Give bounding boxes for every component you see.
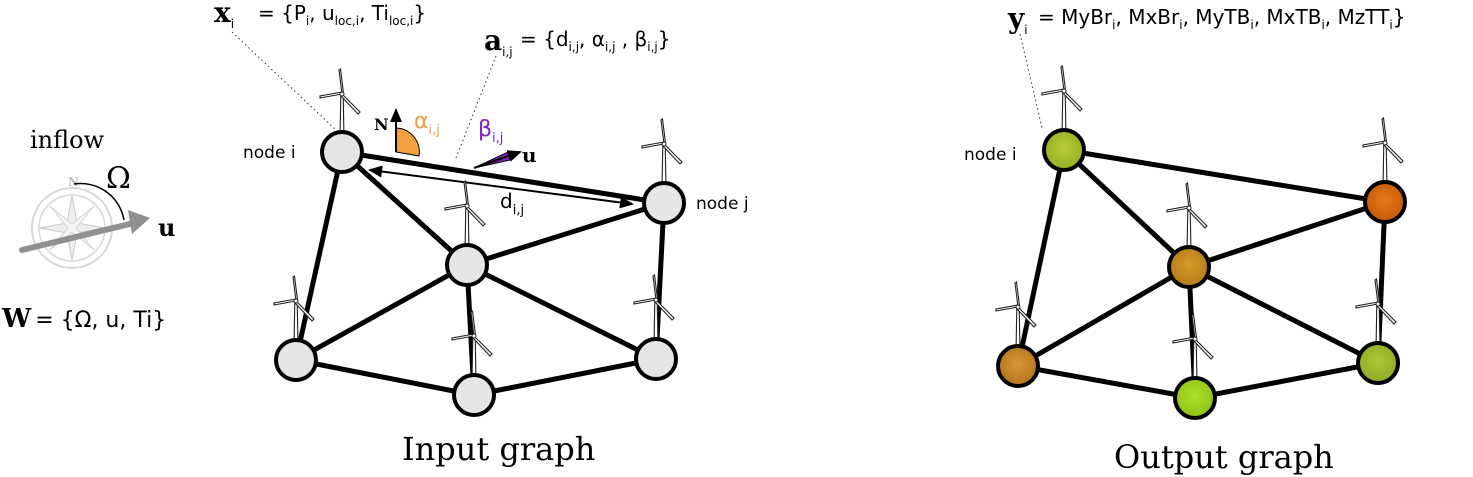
input-node-center [445,243,489,287]
a-leader-line [455,55,497,159]
distance-label: di,j [500,189,524,218]
y-leader-line [1019,33,1043,129]
input-node-bottom-right [634,337,678,381]
omega-arc [73,182,125,221]
input-graph: N αi,j βi,j u di,j node i node j [214,0,749,468]
output-graph-title: Output graph [1114,438,1334,476]
w-symbol: W [1,304,32,334]
output-node-center [1167,245,1211,289]
x-set: = {Pi, uloc,i, Tiloc,i} [258,1,426,28]
input-turbines [273,68,683,383]
alpha-label: αi,j [414,109,440,138]
output-node-bottom-center [1173,376,1217,420]
a-set: = {di,j, αi,j , βi,j} [520,27,670,54]
output-node-i-label: node i [964,145,1017,165]
y-set: = MyBri, MxBri, MyTBi, MxTBi, MzTTi} [1038,5,1405,32]
input-node-i-label: node i [243,143,296,163]
x-leader-line [231,31,337,131]
w-set: = {Ω, u, Ti} [35,308,166,333]
w-set-label: W= {Ω, u, Ti} [1,304,166,334]
a-set-label: ai,j [484,24,513,59]
local-u-arrow [473,150,522,169]
x-set-label: xi [214,0,234,31]
output-nodes [996,128,1407,420]
input-graph-title: Input graph [402,430,595,468]
input-node-bottom-center [452,373,496,417]
output-node-bottom-right [1356,341,1400,385]
inflow-label: inflow [30,126,105,154]
north-label: N [374,115,389,134]
beta-label: βi,j [478,117,503,146]
alpha-angle-wedge [395,127,420,157]
output-node-bottom-left [996,344,1040,388]
wind-conditions-panel: inflow N Ω u W= {Ω, u, Ti} [1,126,175,334]
input-edge-attributes: N αi,j βi,j u di,j [368,108,634,218]
wind-direction-arrow [19,219,141,253]
wind-arrowhead [128,210,150,234]
output-node-right-top [1363,180,1407,224]
input-node-j-label: node j [696,194,749,214]
input-nodes [274,130,686,417]
output-edges [1015,147,1388,401]
distance-arrow [368,165,634,209]
omega-symbol: Ω [106,161,131,196]
wind-u-symbol: u [158,213,175,242]
compass-rose-icon: N [31,175,113,269]
local-u-label: u [522,143,537,167]
output-turbines [995,65,1404,386]
y-set-label: yi [1007,2,1028,37]
input-node-j [642,181,686,225]
compass-north-label: N [68,175,79,189]
output-graph: node i yi = MyBri, MxBri, MyTBi, MxTBi, … [964,2,1407,476]
input-node-bottom-left [274,338,318,382]
input-node-i [320,130,364,174]
output-node-i [1042,128,1086,172]
